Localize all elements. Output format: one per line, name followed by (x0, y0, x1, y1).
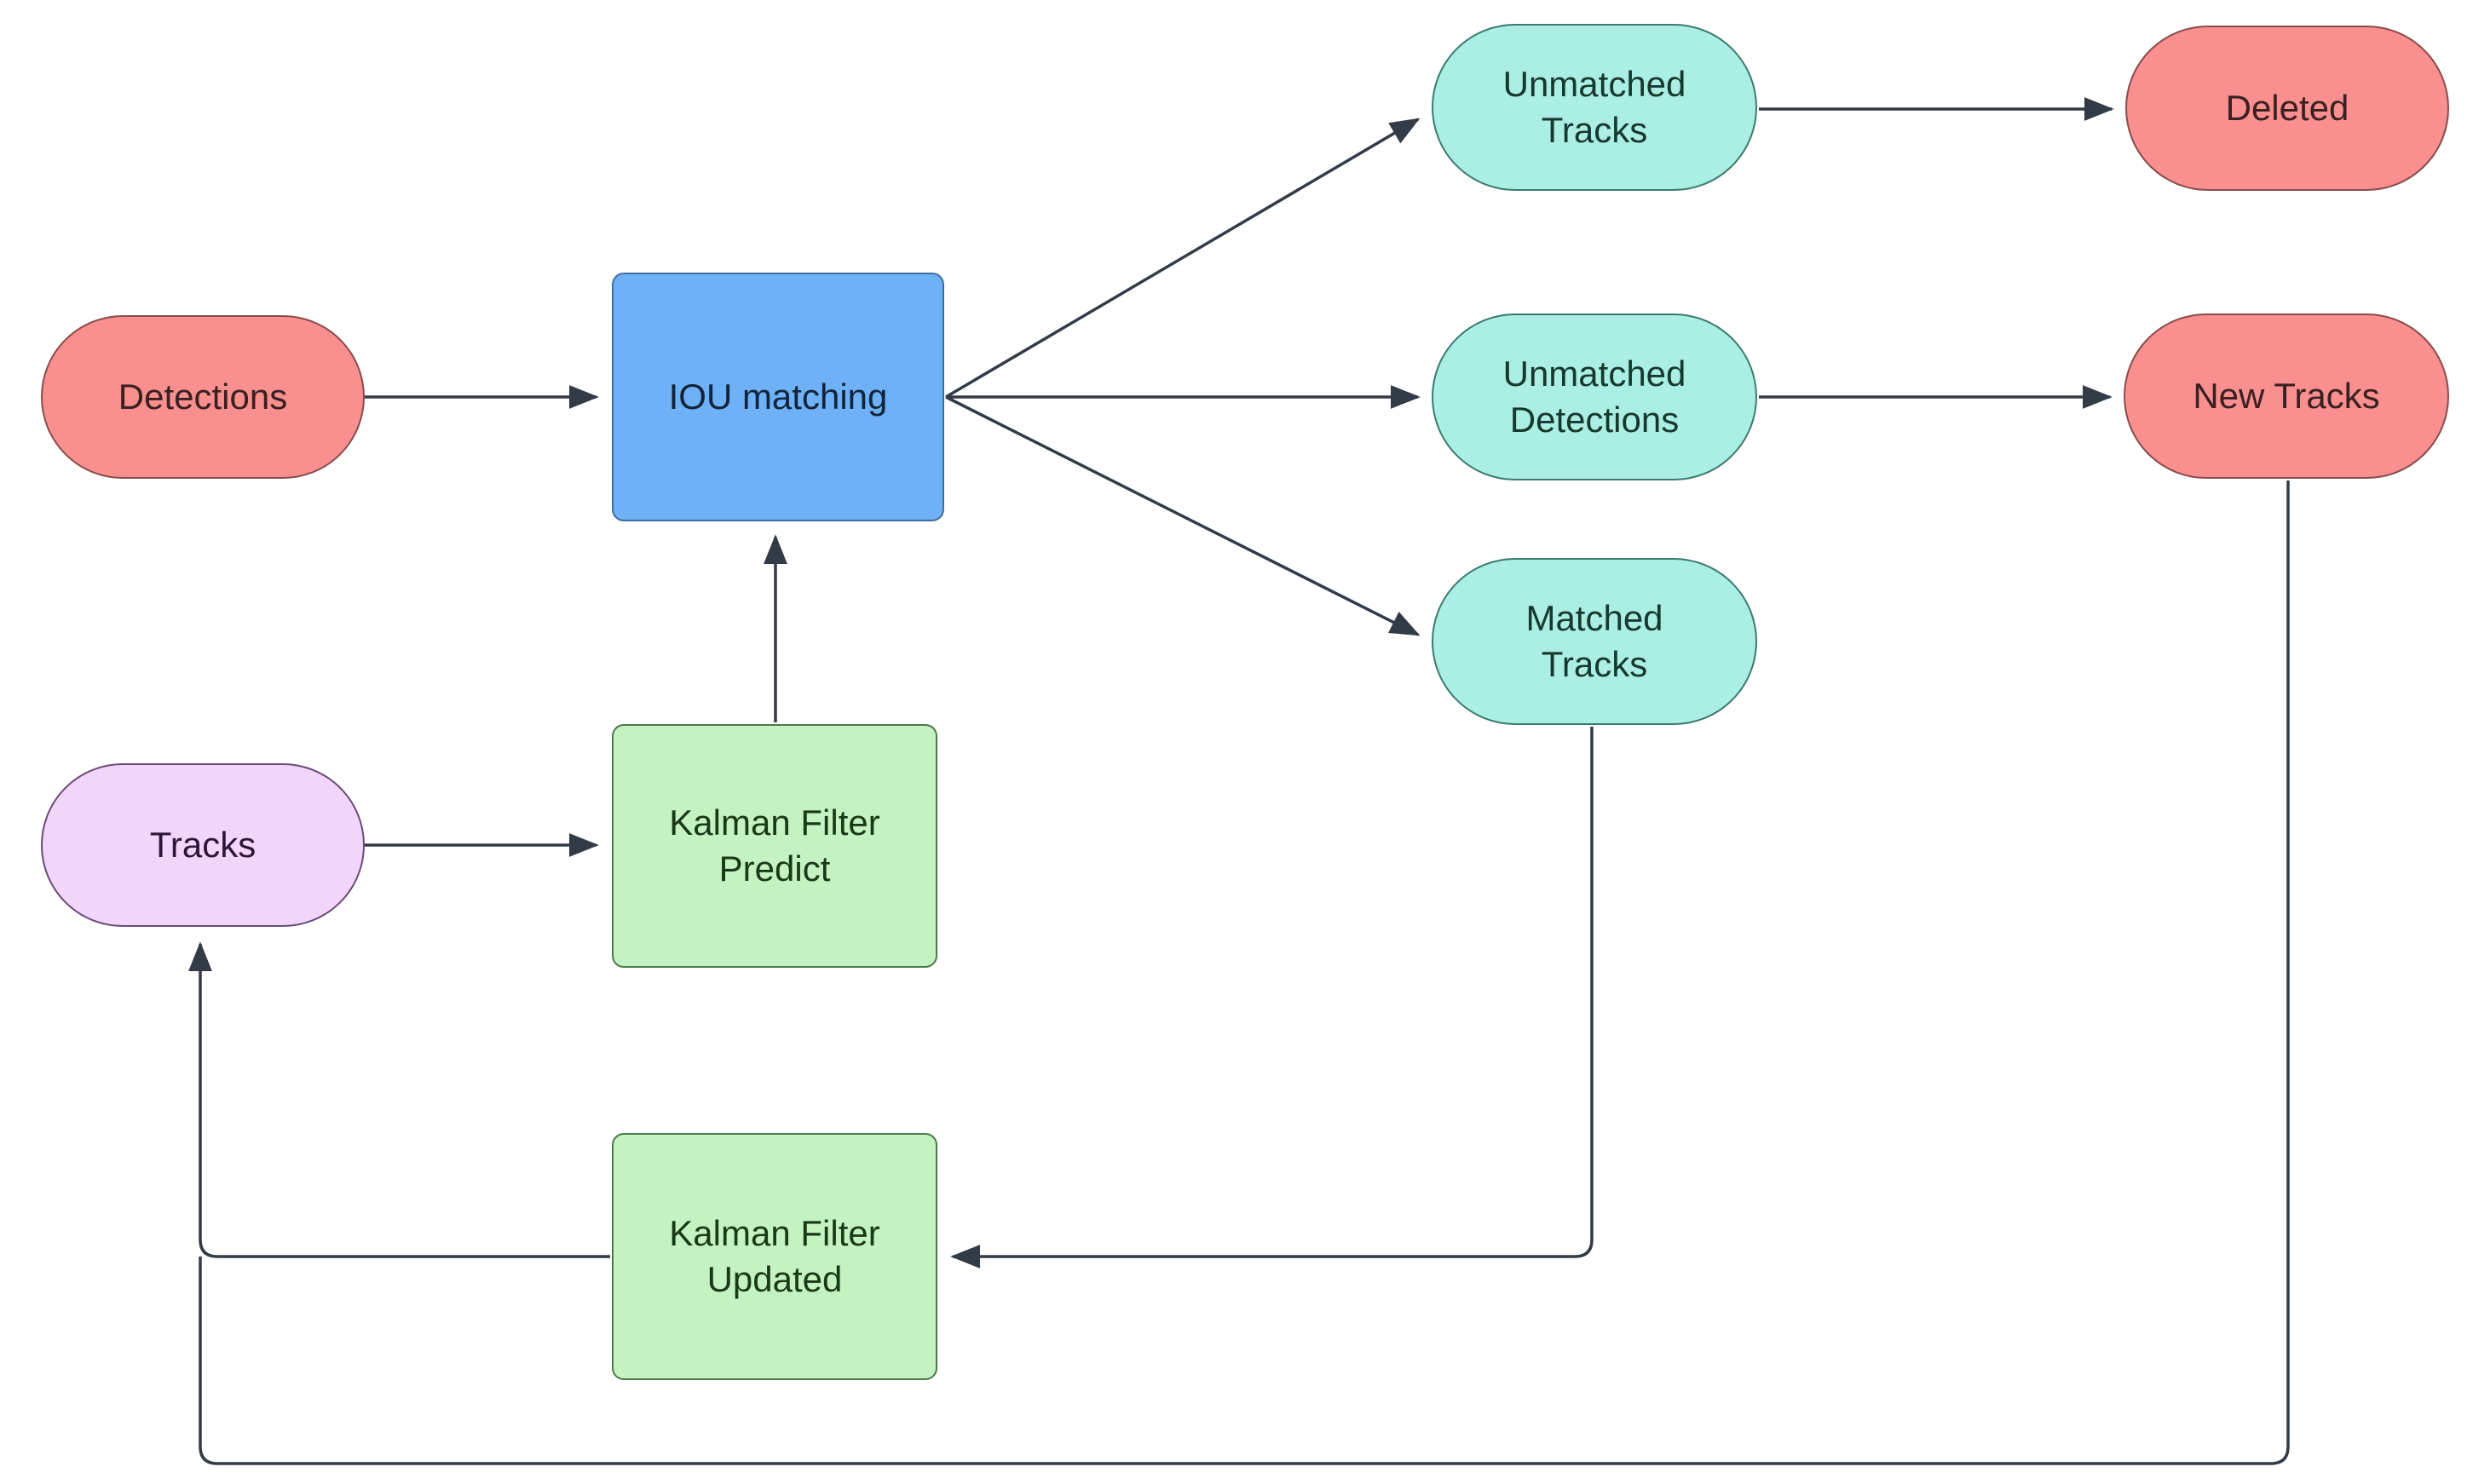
node-kalman-filter-updated[interactable]: Kalman Filter Updated (612, 1133, 937, 1380)
edge-kalman-updated-to-tracks (188, 941, 610, 1258)
node-iou-matching[interactable]: IOU matching (612, 273, 944, 521)
node-kalman-filter-predict-label: Kalman Filter Predict (669, 802, 880, 889)
node-unmatched-tracks-label: Unmatched Tracks (1502, 64, 1686, 150)
edge-iou-matching-to-unmatched-tracks (945, 118, 1421, 399)
node-detections[interactable]: Detections (41, 315, 365, 479)
edge-matched-tracks-to-kalman-updated (950, 727, 1594, 1268)
node-unmatched-detections-label: Unmatched Detections (1502, 354, 1686, 440)
node-tracks-label: Tracks (149, 825, 257, 866)
node-detections-label: Detections (118, 377, 288, 417)
node-kalman-filter-predict[interactable]: Kalman Filter Predict (612, 724, 937, 968)
node-matched-tracks-label: Matched Tracks (1525, 598, 1663, 684)
node-new-tracks-label: New Tracks (2193, 376, 2380, 417)
node-matched-tracks[interactable]: Matched Tracks (1432, 558, 1757, 725)
node-new-tracks[interactable]: New Tracks (2124, 313, 2449, 479)
node-unmatched-detections[interactable]: Unmatched Detections (1432, 313, 1757, 480)
edge-new-tracks-to-tracks (199, 480, 2290, 1465)
node-tracks[interactable]: Tracks (41, 763, 365, 927)
edge-iou-matching-to-matched-tracks (945, 395, 1421, 636)
node-deleted-label: Deleted (2225, 88, 2349, 129)
node-deleted[interactable]: Deleted (2125, 26, 2449, 191)
node-kalman-filter-updated-label: Kalman Filter Updated (669, 1213, 880, 1299)
node-iou-matching-label: IOU matching (668, 377, 888, 417)
node-unmatched-tracks[interactable]: Unmatched Tracks (1432, 24, 1757, 191)
